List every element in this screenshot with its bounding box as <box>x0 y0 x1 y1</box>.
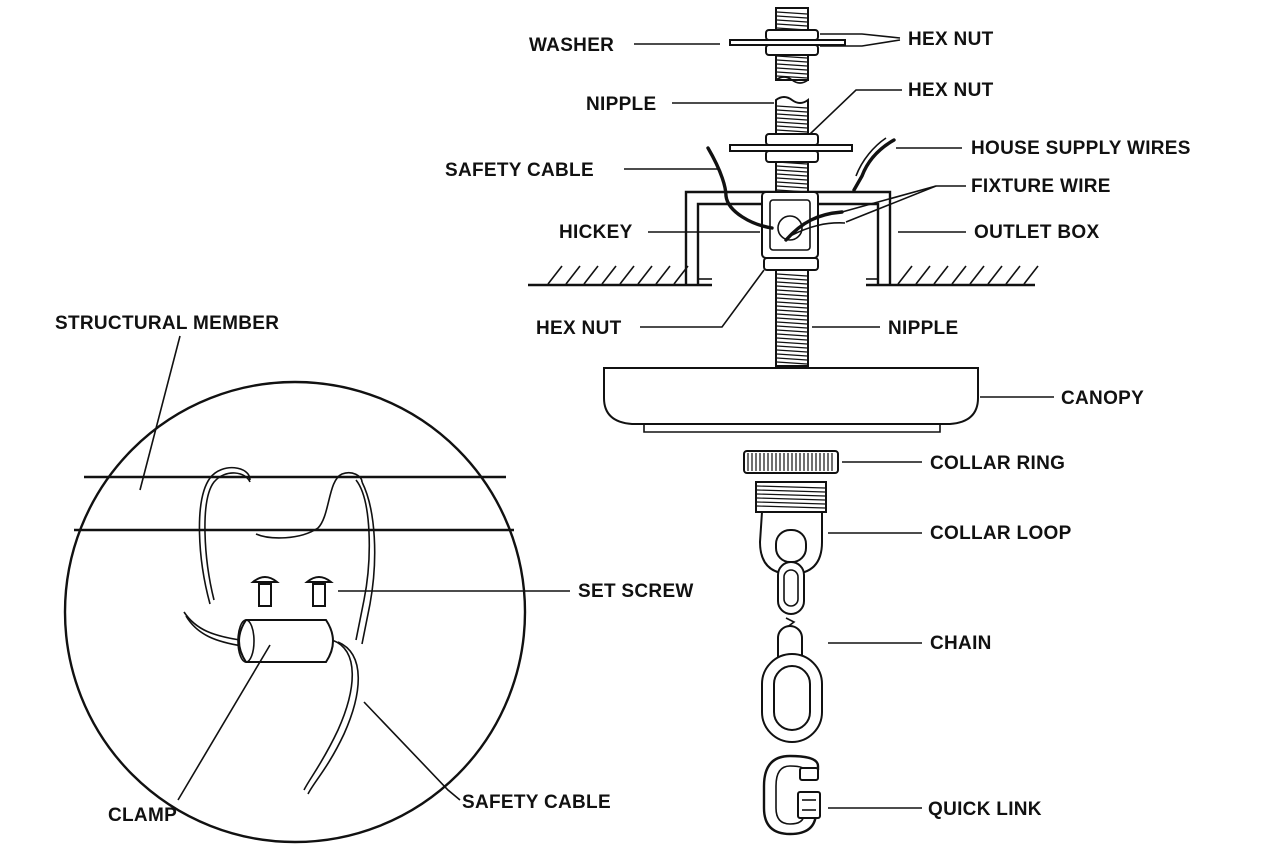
label-quick-link: QUICK LINK <box>928 799 1042 820</box>
leader-lines <box>139 33 1054 809</box>
label-structural-member: STRUCTURAL MEMBER <box>55 313 279 334</box>
hex-nut-middle <box>765 133 819 163</box>
hex-nut-top <box>765 29 819 56</box>
label-safety-cable-top: SAFETY CABLE <box>445 160 594 181</box>
label-chain: CHAIN <box>930 633 992 654</box>
label-safety-cable-bottom: SAFETY CABLE <box>462 792 611 813</box>
chain <box>761 561 823 743</box>
label-outlet-box: OUTLET BOX <box>974 222 1099 243</box>
set-screw-right <box>304 576 334 607</box>
label-fixture-wire: FIXTURE WIRE <box>971 176 1111 197</box>
structural-member <box>74 475 514 532</box>
label-washer: WASHER <box>529 35 614 56</box>
clamp <box>237 619 334 663</box>
set-screw-left <box>250 576 280 607</box>
label-nipple-bottom: NIPPLE <box>888 318 958 339</box>
label-hex-nut-bottom: HEX NUT <box>536 318 622 339</box>
collar-ring <box>743 450 839 474</box>
label-hex-nut-top: HEX NUT <box>908 29 994 50</box>
label-clamp: CLAMP <box>108 805 177 826</box>
safety-cable-top-wire <box>706 146 774 230</box>
label-set-screw: SET SCREW <box>578 581 694 602</box>
label-house-supply-wires: HOUSE SUPPLY WIRES <box>971 138 1191 159</box>
nipple-bottom <box>775 269 809 367</box>
label-hickey: HICKEY <box>559 222 633 243</box>
collar-loop <box>755 481 827 576</box>
label-collar-loop: COLLAR LOOP <box>930 523 1072 544</box>
label-hex-nut-middle: HEX NUT <box>908 80 994 101</box>
house-supply-wires <box>852 137 896 192</box>
safety-cable-loop <box>183 466 376 795</box>
ceiling-right <box>890 265 1039 287</box>
hex-nut-bottom <box>763 257 819 271</box>
label-nipple-top: NIPPLE <box>586 94 656 115</box>
label-collar-ring: COLLAR RING <box>930 453 1065 474</box>
hickey <box>761 191 819 259</box>
label-canopy: CANOPY <box>1061 388 1144 409</box>
canopy <box>603 367 979 433</box>
fixture-wire <box>784 210 846 242</box>
detail-circle <box>63 380 527 844</box>
quick-link <box>762 754 821 836</box>
ceiling-left <box>528 265 689 287</box>
